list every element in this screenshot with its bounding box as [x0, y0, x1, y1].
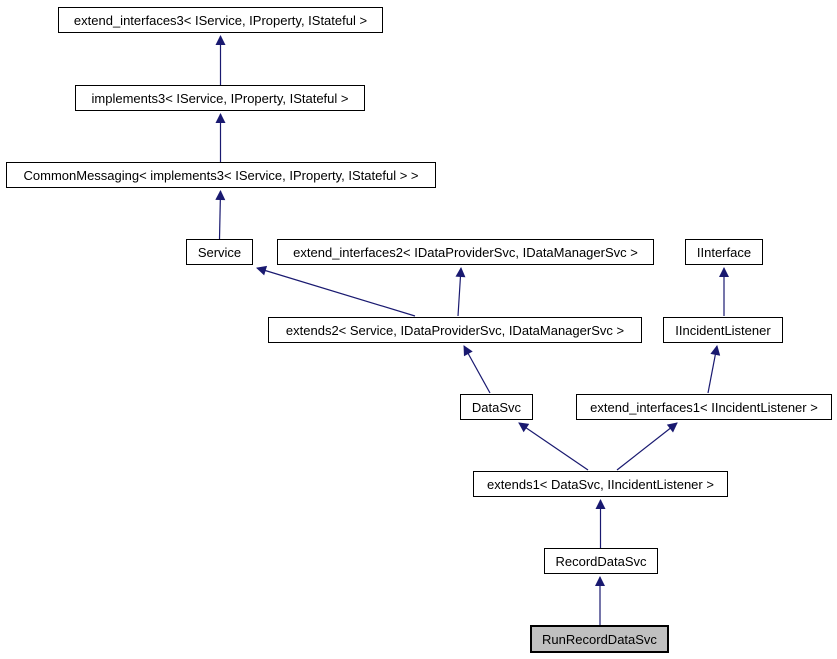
- node-extend_interfaces3[interactable]: extend_interfaces3< IService, IProperty,…: [58, 7, 383, 33]
- edge-extends2-to-Service: [256, 265, 416, 317]
- node-RecordDataSvc[interactable]: RecordDataSvc: [544, 548, 658, 574]
- node-DataSvc[interactable]: DataSvc: [460, 394, 533, 420]
- edge-extends1-to-extend_interfaces1: [616, 422, 678, 471]
- node-RunRecordDataSvc: RunRecordDataSvc: [530, 625, 669, 653]
- node-extend_interfaces2[interactable]: extend_interfaces2< IDataProviderSvc, ID…: [277, 239, 654, 265]
- edge-extends1-to-DataSvc: [518, 422, 589, 471]
- edge-DataSvc-to-extends2: [463, 345, 491, 394]
- edge-Service-to-CommonMessaging: [215, 190, 226, 240]
- node-CommonMessaging[interactable]: CommonMessaging< implements3< IService, …: [6, 162, 436, 188]
- node-IInterface[interactable]: IInterface: [685, 239, 763, 265]
- node-extends1[interactable]: extends1< DataSvc, IIncidentListener >: [473, 471, 728, 497]
- edge-extends2-to-extend_interfaces2: [455, 267, 466, 317]
- node-Service[interactable]: Service: [186, 239, 253, 265]
- node-extends2[interactable]: extends2< Service, IDataProviderSvc, IDa…: [268, 317, 642, 343]
- node-implements3[interactable]: implements3< IService, IProperty, IState…: [75, 85, 365, 111]
- node-IIncidentListener[interactable]: IIncidentListener: [663, 317, 783, 343]
- node-extend_interfaces1[interactable]: extend_interfaces1< IIncidentListener >: [576, 394, 832, 420]
- edge-extend_interfaces1-to-IIncidentListener: [707, 345, 721, 394]
